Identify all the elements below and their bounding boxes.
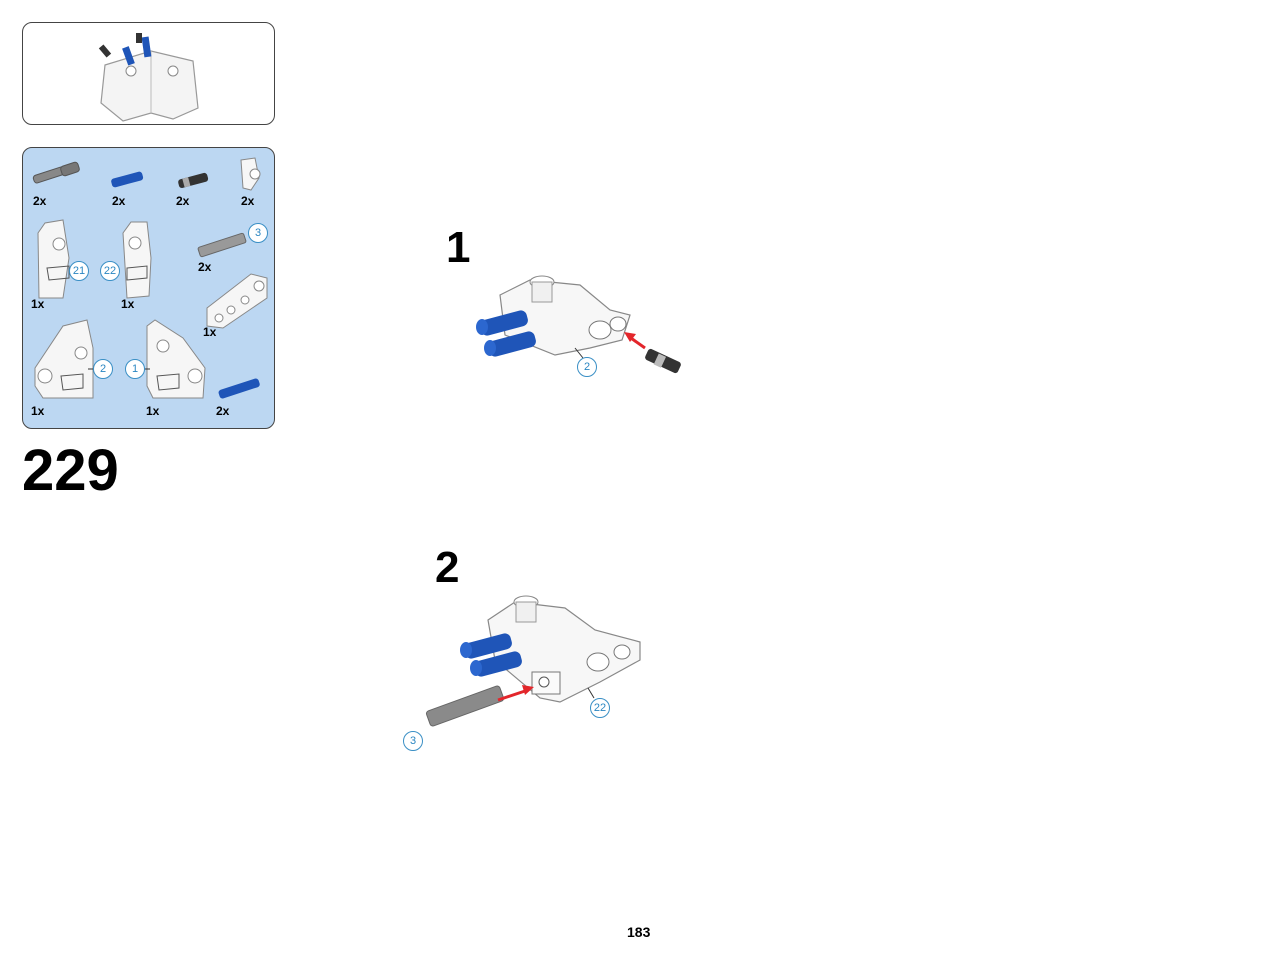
part-qty: 1x <box>146 404 160 418</box>
previous-assembly-preview <box>22 22 275 125</box>
step-2-beam-callout: 22 <box>590 698 610 718</box>
step-2-illustration <box>425 595 641 727</box>
part-callout: 3 <box>248 223 268 243</box>
part-qty: 1x <box>121 297 135 311</box>
part-callout: 1 <box>125 359 145 379</box>
step-number: 2 <box>435 543 460 592</box>
part-qty: 2x <box>241 194 255 208</box>
part-callout: 22 <box>100 261 120 281</box>
part-qty: 1x <box>31 404 45 418</box>
step-2-axle-callout: 3 <box>403 731 423 751</box>
part-qty: 2x <box>112 194 126 208</box>
build-step-number: 229 <box>22 438 119 503</box>
step-1-illustration <box>476 275 681 374</box>
assembly-preview-image <box>98 33 199 122</box>
page-number: 183 <box>627 924 651 940</box>
part-qty: 2x <box>198 260 212 274</box>
parts-images <box>32 157 268 399</box>
part-qty: 1x <box>203 325 217 339</box>
step-number: 1 <box>446 223 471 272</box>
part-qty: 2x <box>33 194 47 208</box>
parts-list-panel: 2x 2x 2x 2x 21 22 3 2x 1x 1x 1x 2 1 1x 1… <box>22 147 275 429</box>
step-1-callout: 2 <box>577 357 597 377</box>
part-qty: 1x <box>31 297 45 311</box>
part-qty: 2x <box>216 404 230 418</box>
part-callout: 2 <box>93 359 113 379</box>
part-callout: 21 <box>69 261 89 281</box>
part-qty: 2x <box>176 194 190 208</box>
